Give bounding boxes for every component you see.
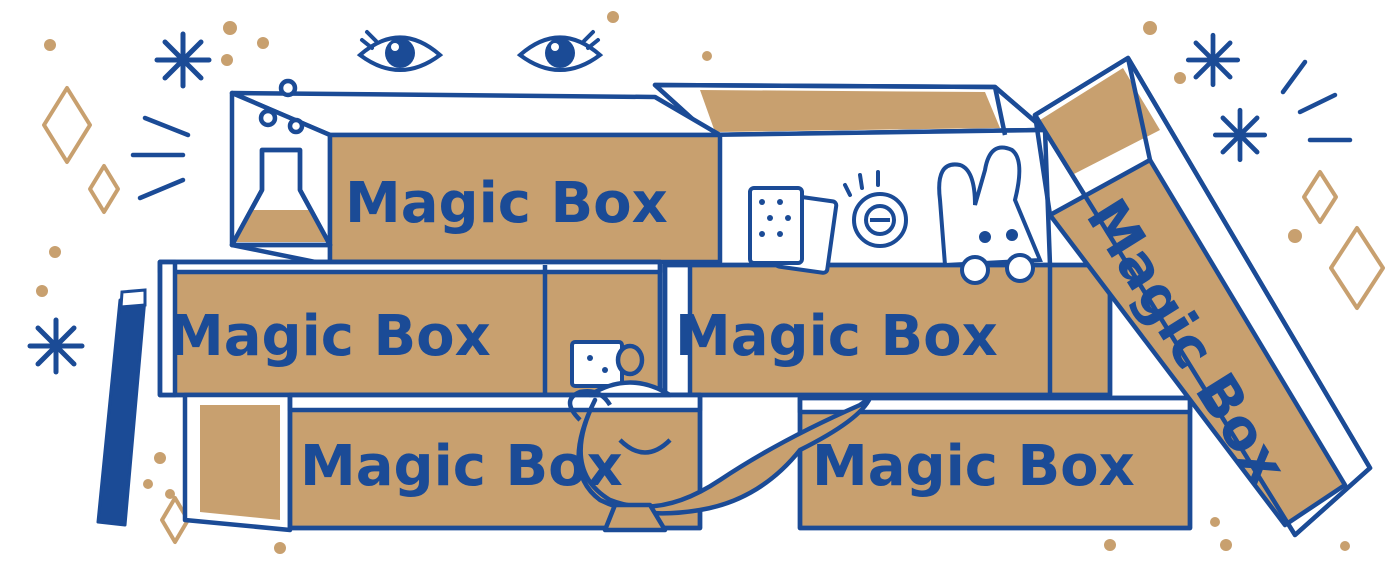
dot-icon — [221, 54, 233, 66]
box-label: Magic Box — [812, 434, 1135, 499]
diamond-icon — [42, 86, 92, 164]
bunny-icon — [937, 145, 1043, 285]
dot-icon — [257, 37, 269, 49]
dice-icon — [570, 340, 624, 388]
dot-icon — [607, 11, 619, 23]
dot-icon — [44, 39, 56, 51]
diamonds — [42, 86, 1385, 544]
genie-lamp-icon — [567, 343, 873, 533]
diamond-icon — [1302, 170, 1338, 224]
dot-icon — [1174, 72, 1186, 84]
dot-icon — [154, 452, 166, 464]
dot-icon — [1210, 517, 1220, 527]
dot-icon — [165, 489, 175, 499]
sparkle-star-icon — [30, 320, 82, 372]
sparkle-star-icon — [1188, 35, 1237, 84]
dot-icon — [702, 51, 712, 61]
eyes — [356, 30, 604, 72]
flask-icon — [229, 78, 333, 248]
diamond-icon — [1329, 226, 1385, 310]
dot-icon — [1143, 21, 1157, 35]
dot-icon — [1104, 539, 1116, 551]
dot-icon — [36, 285, 48, 297]
coin-icon — [843, 170, 908, 248]
burst-lines — [130, 59, 1353, 201]
box-label: Magic Box — [675, 304, 998, 369]
box-tilted-right — [1032, 55, 1373, 538]
dot-icon — [274, 542, 286, 554]
dot-icon — [143, 479, 153, 489]
box-bottom-right — [797, 395, 1193, 531]
dot-icon — [1340, 541, 1350, 551]
box-label: Magic Box — [300, 434, 623, 499]
dot-icon — [1288, 229, 1302, 243]
eye-icon — [516, 30, 604, 72]
magic-wand-icon — [96, 288, 147, 527]
box-label: Magic Box — [345, 171, 668, 236]
dot-icon — [49, 246, 61, 258]
background-dots — [36, 11, 1350, 554]
eye-icon — [356, 30, 444, 72]
box-label: Magic Box — [168, 304, 491, 369]
sparkle-star-icon — [157, 34, 209, 86]
sparkle-star-icon — [1215, 110, 1264, 159]
dot-icon — [1220, 539, 1232, 551]
dot-icon — [223, 21, 237, 35]
diamond-icon — [88, 164, 120, 214]
tarot-cards-icon — [748, 186, 839, 275]
box-middle-left — [157, 259, 663, 398]
